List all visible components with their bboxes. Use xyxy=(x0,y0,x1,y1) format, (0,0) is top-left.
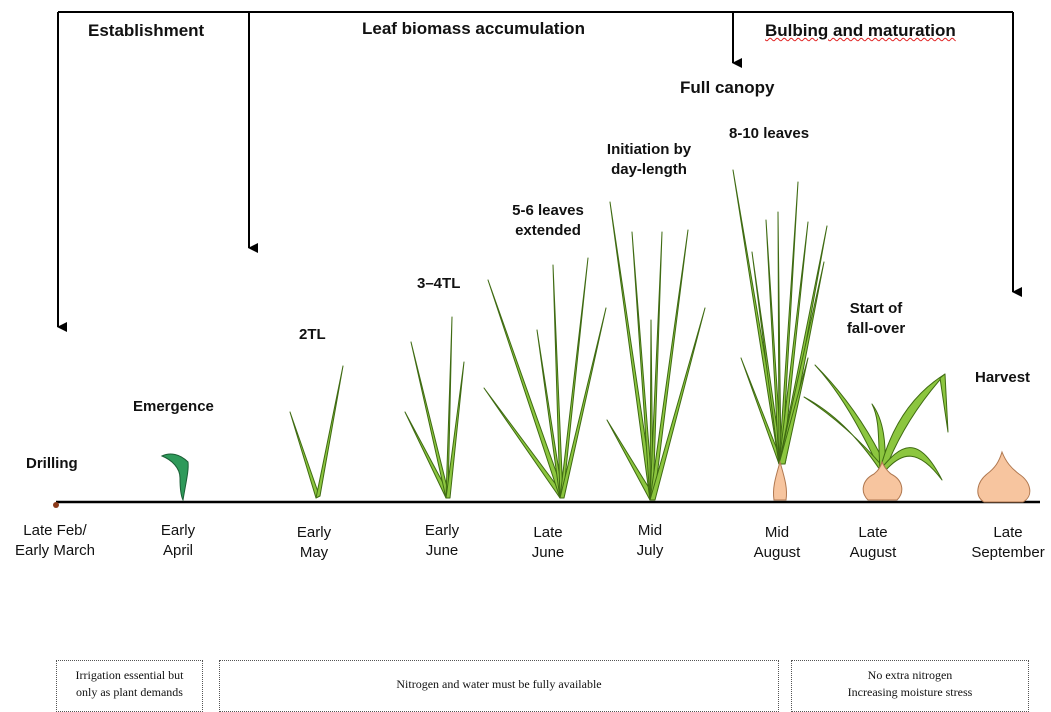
time-late-feb-line2: Early March xyxy=(14,542,96,559)
stage-fall-over-line1: Start of xyxy=(849,300,903,317)
stage-3-4tl: 3–4TL xyxy=(417,275,461,292)
drilling-seed-icon xyxy=(53,502,59,508)
stage-initiation: Initiation by day-length xyxy=(596,140,702,180)
time-mid-august-line1: Mid xyxy=(764,524,790,541)
time-early-april-line2: April xyxy=(162,542,193,559)
time-mid-july-line2: July xyxy=(636,542,664,559)
note-stress-line1: No extra nitrogen xyxy=(867,668,953,682)
plant-2tl-icon xyxy=(289,365,344,499)
time-late-august-line1: Late xyxy=(858,524,888,541)
note-irrigation-line1: Irrigation essential but xyxy=(75,668,184,682)
plant-fall-over-icon xyxy=(803,364,949,501)
time-late-august-line2: August xyxy=(849,544,897,561)
time-early-may-line1: Early xyxy=(296,524,332,541)
plant-3-4tl-icon xyxy=(404,316,465,499)
time-mid-august: Mid August xyxy=(722,523,832,563)
time-late-september-line2: September xyxy=(971,544,1045,561)
stage-8-10-leaves: 8-10 leaves xyxy=(729,125,810,142)
note-stress: No extra nitrogen Increasing moisture st… xyxy=(791,660,1029,712)
stage-harvest: Harvest xyxy=(975,369,1031,386)
stage-5-6-leaves-line1: 5-6 leaves xyxy=(512,202,584,219)
time-mid-july-line1: Mid xyxy=(637,522,663,539)
note-stress-line2: Increasing moisture stress xyxy=(847,685,973,699)
phase-bulbing: Bulbing and maturation xyxy=(765,21,956,40)
note-irrigation-line2: only as plant demands xyxy=(76,685,183,699)
stage-drilling: Drilling xyxy=(26,455,78,472)
plant-initiation-icon xyxy=(606,201,706,501)
time-early-april-line1: Early xyxy=(160,522,196,539)
time-early-june-line2: June xyxy=(425,542,459,559)
plant-5-6-leaves-icon xyxy=(483,257,607,499)
stage-5-6-leaves: 5-6 leaves extended xyxy=(500,201,596,241)
stage-initiation-line1: Initiation by xyxy=(606,141,692,158)
time-early-may-line2: May xyxy=(299,544,329,561)
time-late-june: Late June xyxy=(493,523,603,563)
plant-8-10-leaves-icon xyxy=(732,169,828,501)
time-late-feb: Late Feb/ Early March xyxy=(0,521,110,561)
time-late-august: Late August xyxy=(818,523,928,563)
phase-establishment: Establishment xyxy=(88,21,205,40)
note-nitrogen-water-text: Nitrogen and water must be fully availab… xyxy=(396,677,602,691)
time-late-june-line2: June xyxy=(531,544,565,561)
time-early-april: Early April xyxy=(123,521,233,561)
stage-5-6-leaves-line2: extended xyxy=(515,222,581,239)
time-late-june-line1: Late xyxy=(533,524,563,541)
time-late-september-line1: Late xyxy=(993,524,1023,541)
time-early-june: Early June xyxy=(387,521,497,561)
stage-full-canopy: Full canopy xyxy=(680,78,775,97)
stage-fall-over-line2: fall-over xyxy=(846,320,906,337)
time-early-june-line1: Early xyxy=(424,522,460,539)
note-irrigation: Irrigation essential but only as plant d… xyxy=(56,660,203,712)
time-late-september: Late September xyxy=(953,523,1051,563)
phase-leaf-biomass: Leaf biomass accumulation xyxy=(362,19,585,38)
stage-initiation-line2: day-length xyxy=(611,161,687,178)
time-mid-august-line2: August xyxy=(753,544,801,561)
stage-2tl: 2TL xyxy=(299,326,326,343)
time-late-feb-line1: Late Feb/ xyxy=(23,522,87,539)
harvest-bulb-icon xyxy=(977,450,1031,503)
stage-emergence: Emergence xyxy=(133,398,214,415)
emergence-seedling-icon xyxy=(160,453,189,502)
note-nitrogen-water: Nitrogen and water must be fully availab… xyxy=(219,660,779,712)
stage-fall-over: Start of fall-over xyxy=(830,299,922,339)
time-mid-july: Mid July xyxy=(595,521,705,561)
time-early-may: Early May xyxy=(259,523,369,563)
